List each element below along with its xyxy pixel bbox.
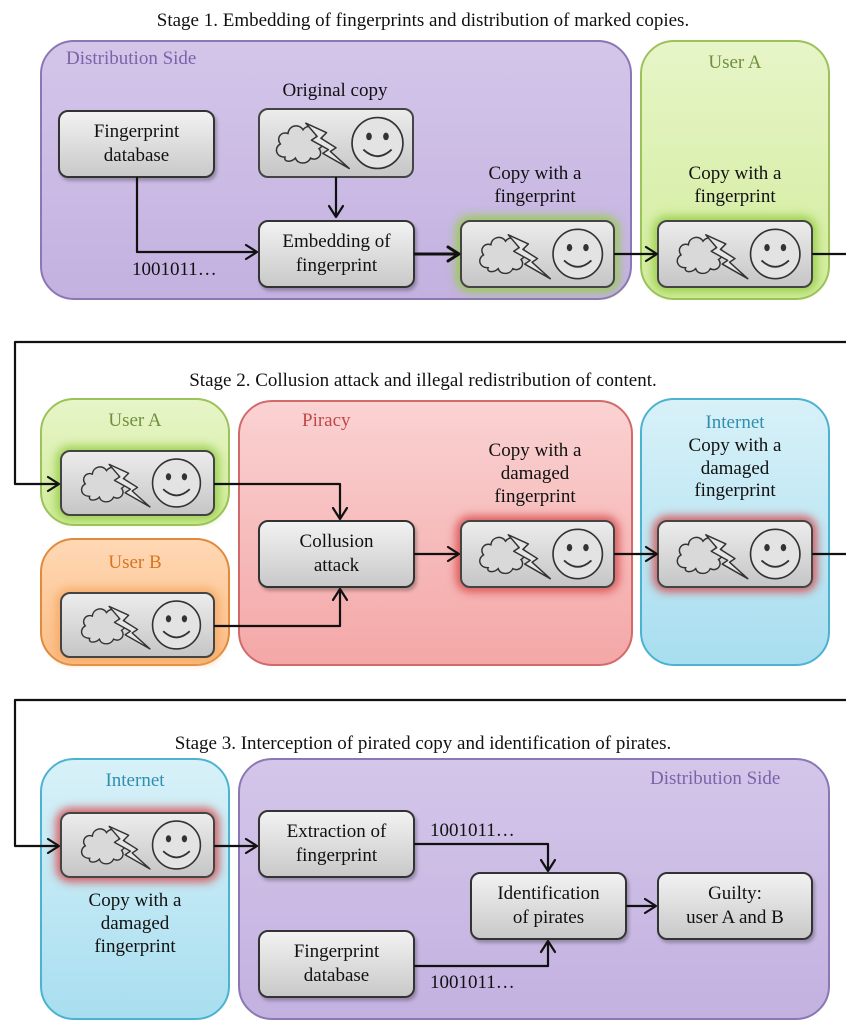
embedding-line1: Embedding of — [282, 231, 391, 253]
lightning-icon — [705, 534, 749, 580]
smiley-icon — [552, 528, 604, 580]
smiley-icon — [552, 228, 604, 280]
guilty-line1: Guilty: — [708, 883, 762, 905]
smiley-icon — [151, 820, 202, 870]
copy-icons — [479, 228, 604, 280]
fingerprint-database-line1: Fingerprint — [93, 121, 180, 143]
lightning-icon — [507, 234, 552, 280]
collusion-line2: attack — [313, 555, 360, 576]
copy-icons — [479, 528, 604, 580]
stage1-distribution-side-title: Distribution Side — [66, 48, 197, 69]
piracy-title: Piracy — [302, 410, 351, 431]
lightning-icon — [305, 122, 350, 170]
stage1-title: Stage 1. Embedding of fingerprints and d… — [156, 10, 690, 31]
copy-icons — [80, 820, 202, 870]
stage3-fingerprint-database-line2: database — [303, 965, 370, 986]
guilty-box: Guilty:user A and B — [657, 872, 813, 940]
fingerprint-database-line2: database — [103, 145, 170, 166]
smiley-icon — [749, 228, 801, 280]
stage2-user-b-copy — [60, 592, 215, 658]
extraction-line2: fingerprint — [295, 845, 378, 866]
stage2-user-a-copy — [60, 450, 215, 516]
stage2-user-b-title: User B — [108, 552, 162, 573]
identification-line1: Identification — [497, 883, 600, 905]
copy-icons — [80, 458, 202, 508]
copy-icons — [676, 528, 801, 580]
original-copy-label: Original copy — [282, 80, 388, 101]
lightning-icon — [108, 605, 151, 650]
copy-icons — [275, 116, 404, 170]
stage2-title: Stage 2. Collusion attack and illegal re… — [189, 370, 657, 391]
stage1-bits-label: 1001011… — [132, 259, 217, 280]
stage1-user-a-title: User A — [708, 52, 762, 73]
stage3-title: Stage 3. Interception of pirated copy an… — [174, 733, 672, 754]
stage3-internet-title: Internet — [105, 770, 165, 791]
identification-line2: of pirates — [512, 907, 585, 928]
original-copy — [258, 108, 414, 178]
lightning-icon — [507, 534, 552, 580]
lightning-icon — [705, 234, 749, 280]
smiley-icon — [151, 458, 202, 508]
stage3-bits-top: 1001011… — [430, 820, 515, 841]
stage2-user-a-title: User A — [108, 410, 162, 431]
fingerprinted-copy — [460, 220, 615, 288]
user-a-received-copy — [657, 220, 813, 288]
smiley-icon — [151, 600, 202, 650]
smiley-icon — [749, 528, 801, 580]
stage3-bits-bottom: 1001011… — [430, 972, 515, 993]
internet-copy — [657, 520, 813, 588]
collusion-line1: Collusion — [299, 531, 374, 553]
guilty-line2: user A and B — [686, 907, 784, 928]
damaged-copy — [460, 520, 615, 588]
intercepted-copy — [60, 812, 215, 878]
stage3-distribution-side-title: Distribution Side — [650, 768, 781, 789]
stage3-internet-region — [40, 758, 230, 1020]
stage3-fingerprint-database-line1: Fingerprint — [293, 941, 380, 963]
copy-icons — [80, 600, 202, 650]
smiley-icon — [351, 116, 404, 170]
copy-icons — [676, 228, 801, 280]
embedding-line2: fingerprint — [295, 255, 378, 276]
extraction-line1: Extraction of — [286, 821, 387, 843]
